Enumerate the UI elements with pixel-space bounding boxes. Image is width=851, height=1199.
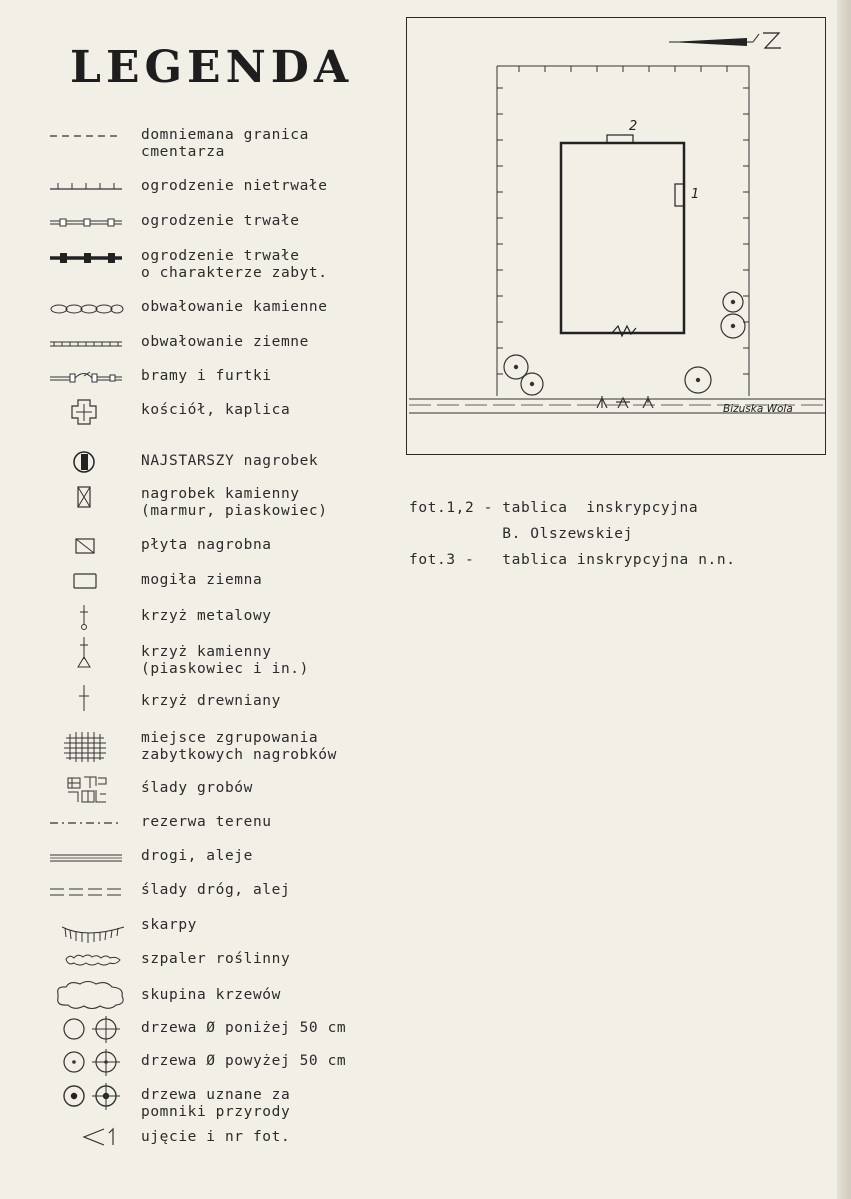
grave-traces-icon	[67, 776, 107, 803]
legend-label: skupina krzewów	[141, 987, 281, 1003]
church-icon	[71, 399, 97, 425]
legend-label: krzyż drewniany	[141, 693, 281, 709]
legend-label: drzewa Ø powyżej 50 cm	[141, 1053, 347, 1069]
permanent-fence-icon	[50, 218, 122, 227]
legend-label: krzyż kamienny (piaskowiec i in.)	[141, 644, 309, 677]
legend-title: LEGENDA	[70, 42, 354, 93]
legend-label: drzewa Ø poniżej 50 cm	[141, 1020, 347, 1036]
escarpment-icon	[61, 926, 125, 943]
shrub-group-icon	[57, 980, 124, 1010]
hedgerow-icon	[65, 954, 121, 966]
road-icon	[50, 854, 122, 862]
grave-slab-icon	[75, 538, 95, 554]
monument-tree-icon	[63, 1083, 120, 1110]
temporary-fence-icon	[50, 183, 122, 190]
metal-cross-icon	[80, 605, 88, 630]
legend-label: krzyż metalowy	[141, 608, 272, 624]
legend-label: drzewa uznane za pomniki przyrody	[141, 1087, 291, 1120]
legend-label: miejsce zgrupowania zabytkowych nagrobkó…	[141, 730, 337, 763]
map-marker-1: 1	[691, 187, 699, 202]
legend-label: bramy i furtki	[141, 368, 272, 384]
earth-embankment-icon	[50, 341, 122, 347]
oldest-tombstone-icon	[73, 451, 95, 473]
chapel-building	[559, 134, 686, 338]
page-edge-shadow	[837, 0, 851, 1199]
earth-grave-icon	[73, 573, 97, 589]
large-tree-icon	[63, 1049, 120, 1076]
legend-label: ślady dróg, alej	[141, 882, 291, 898]
land-reserve-icon	[50, 822, 122, 824]
dashed-line-icon	[50, 135, 122, 137]
legend-label: ogrodzenie trwałe	[141, 213, 300, 229]
site-map-drawing: 2 1 Bizuska Wola	[409, 32, 825, 415]
legend-label: ogrodzenie trwałe o charakterze zabyt.	[141, 248, 328, 281]
legend-label: ujęcie i nr fot.	[141, 1129, 291, 1145]
photo-note-line: fot.1,2 - tablica inskrypcyjna	[409, 500, 699, 516]
photo-note-line: B. Olszewskiej	[409, 526, 633, 542]
legend-label: ogrodzenie nietrwałe	[141, 178, 328, 194]
tomb-group-icon	[64, 732, 106, 762]
legend-label: obwałowanie kamienne	[141, 299, 328, 315]
map-marker-2: 2	[629, 119, 637, 134]
legend-label: NAJSTARSZY nagrobek	[141, 453, 319, 469]
historic-fence-icon	[50, 253, 122, 263]
legend-label: rezerwa terenu	[141, 814, 272, 830]
legend-label: mogiła ziemna	[141, 572, 263, 588]
road-traces-icon	[50, 888, 122, 896]
stone-tombstone-icon	[77, 486, 91, 508]
road-label: Bizuska Wola	[723, 403, 793, 415]
north-arrow-icon	[669, 32, 781, 49]
legend-label: skarpy	[141, 917, 197, 933]
cemetery-fence	[496, 65, 750, 396]
legend-label: ślady grobów	[141, 780, 253, 796]
legend-label: drogi, aleje	[141, 848, 253, 864]
legend-label: nagrobek kamienny (marmur, piaskowiec)	[141, 486, 328, 519]
wooden-cross-icon	[79, 685, 89, 711]
legend-label: szpaler roślinny	[141, 951, 291, 967]
small-tree-icon	[63, 1016, 120, 1043]
road	[409, 396, 825, 414]
stone-embankment-icon	[50, 304, 124, 314]
stone-cross-icon	[77, 637, 91, 668]
legend-label: obwałowanie ziemne	[141, 334, 309, 350]
legend-label: płyta nagrobna	[141, 537, 272, 553]
photo-note-line: fot.3 - tablica inskrypcyjna n.n.	[409, 552, 736, 568]
legend-label: domniemana granica cmentarza	[141, 127, 309, 160]
gate-icon	[50, 371, 122, 383]
tree-group	[503, 291, 746, 396]
site-map: 2 1 Bizuska Wola	[406, 17, 826, 455]
photo-angle-icon	[82, 1127, 114, 1146]
legend-label: kościół, kaplica	[141, 402, 291, 418]
